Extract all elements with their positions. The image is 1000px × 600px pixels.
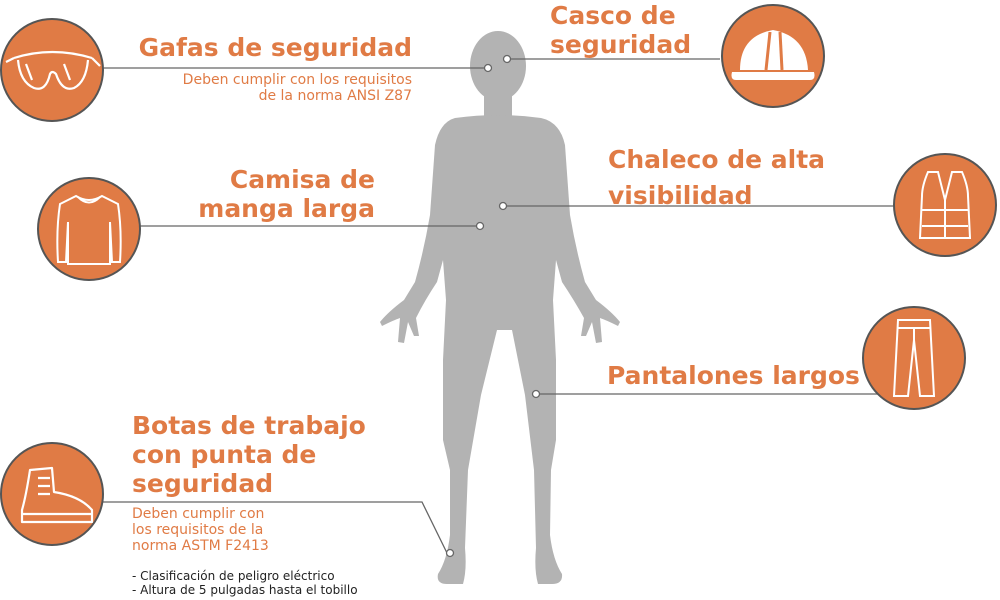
connector-lines [100,58,895,554]
casco-title-line: Casco de [550,1,676,30]
camisa-title-line: manga larga [198,194,375,223]
chaleco-title: Chaleco de alta visibilidad [608,142,825,214]
botas-description-line: los requisitos de la [132,522,264,538]
long-pants-icon [862,306,966,410]
botas-title-line: Botas de trabajo [132,411,366,440]
gafas-description-line: Deben cumplir con los requisitos [182,72,412,88]
safety-glasses-icon [0,18,104,122]
camisa-title: Camisa de manga larga [160,165,375,223]
work-boot-icon [0,442,104,546]
pantalones-title: Pantalones largos [607,361,860,390]
human-silhouette [380,31,620,584]
botas-title-line: seguridad [132,469,274,498]
hard-hat-icon [721,4,825,108]
casco-title-line: seguridad [550,30,692,59]
chaleco-title-line: Chaleco de alta [608,145,826,174]
botas-note-item: - Altura de 5 pulgadas hasta el tobillo [132,583,358,597]
long-sleeve-shirt-icon [37,177,141,281]
safety-vest-icon [893,153,997,257]
gafas-description: Deben cumplir con los requisitos de la n… [100,72,412,104]
botas-title-line: con punta de [132,440,317,469]
camisa-title-line: Camisa de [229,165,375,194]
botas-description-line: Deben cumplir con [132,506,265,522]
botas-title: Botas de trabajo con punta de seguridad [132,411,366,498]
casco-title: Casco de seguridad [550,1,691,59]
botas-description-line: norma ASTM F2413 [132,538,269,554]
botas-notes: - Clasificación de peligro eléctrico - A… [132,569,358,597]
connector-dots [445,54,541,558]
gafas-title: Gafas de seguridad [138,33,412,62]
gafas-description-line: de la norma ANSI Z87 [258,88,412,104]
botas-description: Deben cumplir con los requisitos de la n… [132,506,269,554]
botas-note-item: - Clasificación de peligro eléctrico [132,569,335,583]
chaleco-title-line: visibilidad [608,181,753,210]
